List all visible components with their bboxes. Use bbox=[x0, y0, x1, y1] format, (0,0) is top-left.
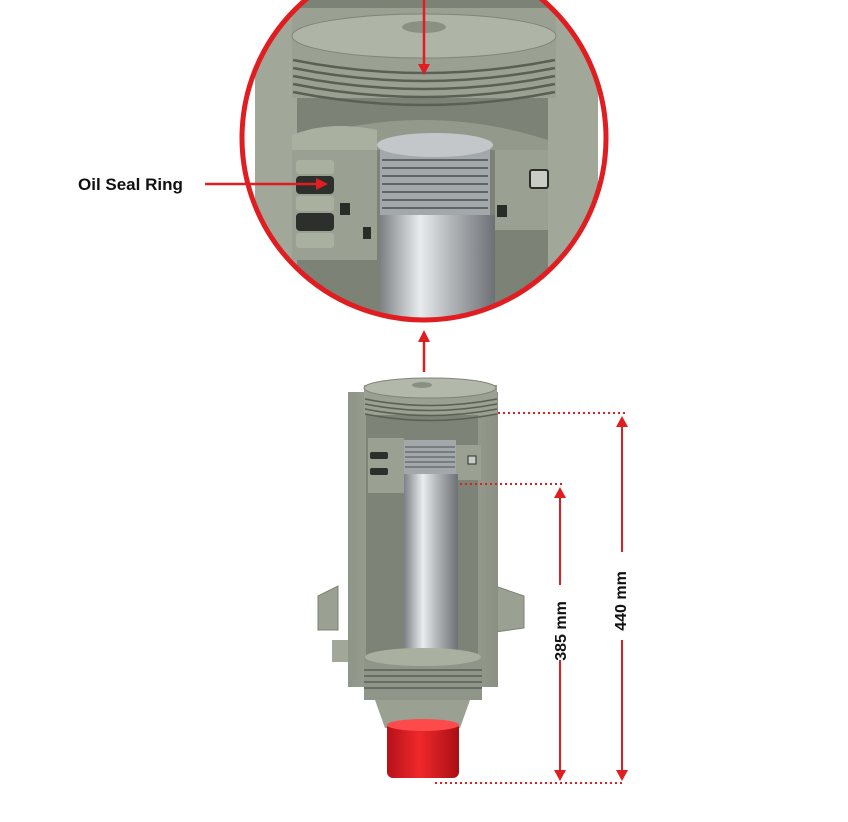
dimension-440-label: 440 mm bbox=[613, 571, 630, 631]
zoomed-seal-detail bbox=[239, 0, 609, 323]
dimension-440-arrow bbox=[616, 416, 628, 781]
dimension-385-label: 385 mm bbox=[553, 601, 570, 661]
oil-seal-ring-label: Oil Seal Ring bbox=[78, 175, 183, 194]
zoom-link-arrow bbox=[418, 330, 430, 372]
dimension-385-arrow bbox=[554, 487, 566, 781]
oil-seal-ring-pointer bbox=[205, 178, 328, 190]
dimension-guides bbox=[435, 412, 625, 784]
cylinder-cutaway bbox=[317, 377, 525, 778]
